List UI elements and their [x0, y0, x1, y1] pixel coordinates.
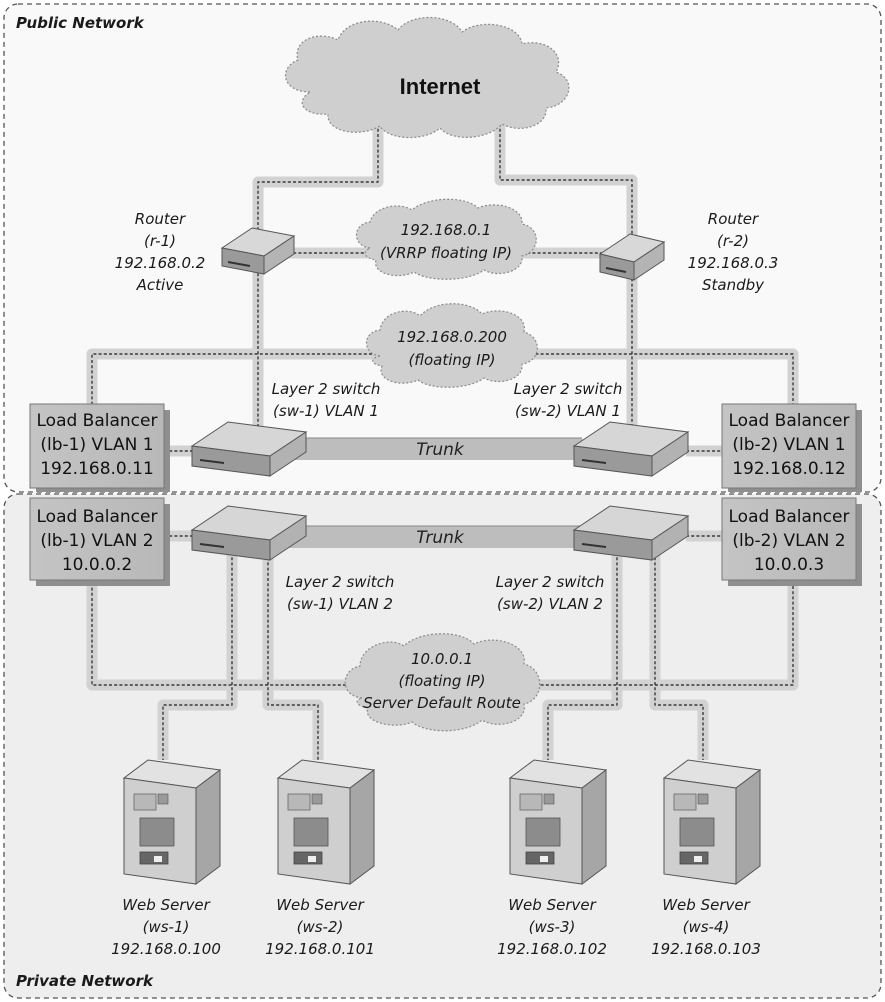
public-network-label: Public Network	[16, 14, 145, 32]
switch-sw2-vlan2	[572, 505, 690, 561]
lb-text-line: Load Balancer	[729, 507, 850, 527]
public-floating-ip-label: (floating IP)	[408, 351, 495, 369]
router-r2-line: Standby	[702, 276, 765, 294]
switch-sw1-vlan1	[190, 421, 308, 477]
trunk-vlan1: Trunk	[286, 437, 592, 460]
server-label-line: Web Server	[276, 896, 364, 914]
router-r2-line: Router	[708, 210, 759, 228]
lb-text-line: 10.0.0.3	[754, 555, 824, 575]
internet-cloud: Internet	[284, 16, 570, 139]
switch-sw1-vlan1-label: Layer 2 switch (sw-1) VLAN 1	[272, 380, 381, 420]
server-label-line: Web Server	[508, 896, 596, 914]
switch-label-line: Layer 2 switch	[514, 380, 623, 398]
lb-text-line: Load Balancer	[729, 411, 850, 431]
private-network-label: Private Network	[16, 972, 154, 990]
lb-text-line: (lb-1) VLAN 1	[40, 435, 153, 455]
vrrp-ip-text: 192.168.0.1	[401, 221, 492, 239]
lb-text-line: 192.168.0.11	[40, 459, 154, 479]
server-label-line: Web Server	[122, 896, 210, 914]
internet-label: Internet	[400, 74, 481, 99]
server-label-line: (ws-4)	[683, 918, 730, 936]
trunk-label: Trunk	[416, 528, 465, 548]
vrrp-label-text: (VRRP floating IP)	[380, 244, 512, 262]
lb-text-line: (lb-2) VLAN 2	[732, 531, 845, 551]
load-balancer-lb2-vlan1: Load Balancer (lb-2) VLAN 1 192.168.0.12	[721, 403, 862, 492]
router-r1	[220, 227, 296, 275]
server-label-line: 192.168.0.101	[265, 940, 375, 958]
load-balancer-lb1-vlan1: Load Balancer (lb-1) VLAN 1 192.168.0.11	[29, 403, 170, 492]
server-ws2	[276, 759, 376, 885]
switch-label-line: Layer 2 switch	[286, 573, 395, 591]
server-label-line: 192.168.0.100	[111, 940, 221, 958]
server-ws1	[122, 759, 222, 885]
server-ws4-label: Web Server (ws-4) 192.168.0.103	[651, 896, 761, 958]
public-floating-ip-cloud: 192.168.0.200 (floating IP)	[365, 303, 538, 388]
router-r1-label: Router (r-1) 192.168.0.2 Active	[115, 210, 206, 294]
server-label-line: (ws-3)	[529, 918, 576, 936]
lb-text-line: (lb-2) VLAN 1	[732, 435, 845, 455]
private-floating-ip-label: (floating IP)	[398, 672, 485, 690]
router-r1-line: Active	[136, 276, 184, 294]
public-floating-ip-text: 192.168.0.200	[397, 328, 507, 346]
router-r1-line: (r-1)	[144, 232, 176, 250]
switch-label-line: Layer 2 switch	[496, 573, 605, 591]
server-ws4	[662, 759, 762, 885]
router-r2	[598, 233, 666, 281]
lb-text-line: Load Balancer	[37, 507, 158, 527]
vrrp-cloud: 192.168.0.1 (VRRP floating IP)	[355, 198, 537, 280]
private-floating-ip-text: 10.0.0.1	[411, 650, 473, 668]
router-r1-line: 192.168.0.2	[115, 254, 206, 272]
server-label-line: (ws-1)	[143, 918, 190, 936]
server-label-line: 192.168.0.102	[497, 940, 607, 958]
lb-text-line: 192.168.0.12	[732, 459, 846, 479]
server-ws1-label: Web Server (ws-1) 192.168.0.100	[111, 896, 221, 958]
switch-sw2-vlan2-label: Layer 2 switch (sw-2) VLAN 2	[496, 573, 605, 613]
router-r2-line: 192.168.0.3	[688, 254, 779, 272]
server-ws3-label: Web Server (ws-3) 192.168.0.102	[497, 896, 607, 958]
lb-text-line: (lb-1) VLAN 2	[40, 531, 153, 551]
server-label-line: 192.168.0.103	[651, 940, 761, 958]
switch-label-line: (sw-2) VLAN 1	[515, 402, 621, 420]
private-floating-ip-cloud: 10.0.0.1 (floating IP) Server Default Ro…	[344, 633, 541, 732]
switch-sw1-vlan2-label: Layer 2 switch (sw-1) VLAN 2	[286, 573, 395, 613]
lb-text-line: Load Balancer	[37, 411, 158, 431]
private-network-zone	[3, 493, 882, 999]
switch-sw2-vlan1	[572, 421, 690, 477]
switch-label-line: (sw-1) VLAN 1	[273, 402, 379, 420]
server-ws3	[508, 759, 608, 885]
router-r2-label: Router (r-2) 192.168.0.3 Standby	[688, 210, 779, 294]
switch-label-line: Layer 2 switch	[272, 380, 381, 398]
trunk-label: Trunk	[416, 440, 465, 460]
router-r2-line: (r-2)	[717, 232, 749, 250]
lb-text-line: 10.0.0.2	[62, 555, 132, 575]
router-r1-line: Router	[135, 210, 186, 228]
switch-label-line: (sw-2) VLAN 2	[497, 595, 603, 613]
server-label-line: Web Server	[662, 896, 750, 914]
server-label-line: (ws-2)	[297, 918, 344, 936]
switch-sw1-vlan2	[190, 505, 308, 561]
switch-sw2-vlan1-label: Layer 2 switch (sw-2) VLAN 1	[514, 380, 623, 420]
switch-label-line: (sw-1) VLAN 2	[287, 595, 393, 613]
trunk-vlan2: Trunk	[286, 525, 592, 548]
load-balancer-lb2-vlan2: Load Balancer (lb-2) VLAN 2 10.0.0.3	[721, 497, 862, 586]
load-balancer-lb1-vlan2: Load Balancer (lb-1) VLAN 2 10.0.0.2	[29, 497, 170, 586]
server-ws2-label: Web Server (ws-2) 192.168.0.101	[265, 896, 375, 958]
server-default-route-label: Server Default Route	[363, 694, 521, 712]
